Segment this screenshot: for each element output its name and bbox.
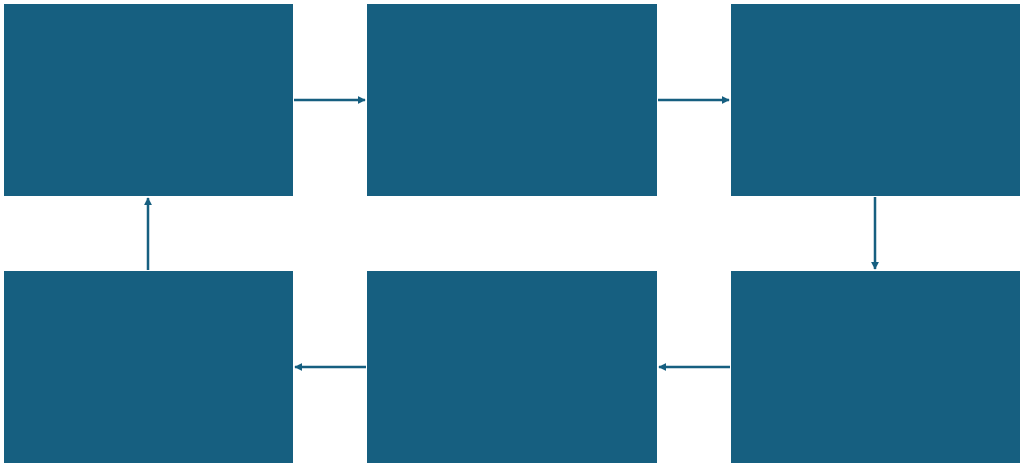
box-top-left <box>4 4 293 196</box>
box-bottom-left <box>4 271 293 463</box>
box-top-middle <box>367 4 657 196</box>
box-top-right <box>731 4 1020 196</box>
box-bottom-middle <box>367 271 657 463</box>
box-bottom-right <box>731 271 1020 463</box>
